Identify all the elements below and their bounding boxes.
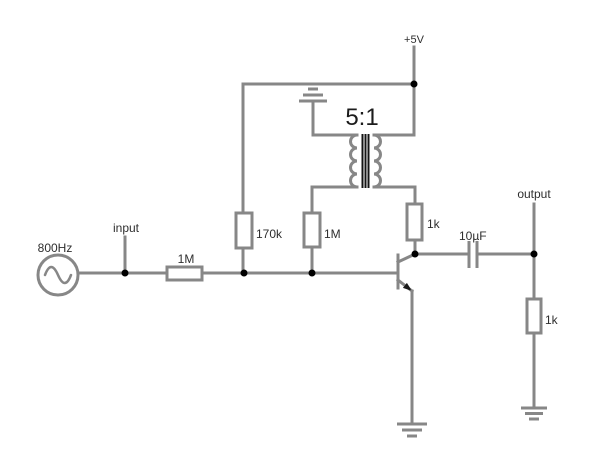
ground-icon [521, 406, 547, 421]
junction-dot-shunt [308, 269, 316, 277]
npn-transistor[interactable] [395, 252, 417, 294]
ac-voltage-source[interactable] [36, 253, 80, 297]
ground-symbol-output[interactable] [521, 406, 547, 421]
coupling-capacitor[interactable] [467, 241, 479, 268]
series-resistor[interactable] [165, 265, 204, 282]
shunt-resistor[interactable] [302, 211, 322, 249]
coupling-capacitor-label: 10µF [459, 229, 487, 243]
transformer-ratio-label: 5:1 [345, 104, 378, 131]
collector-resistor[interactable] [405, 202, 424, 242]
ground-symbol-emitter[interactable] [397, 422, 427, 438]
ground-icon [397, 422, 427, 438]
load-resistor-label: 1k [545, 313, 559, 327]
capacitor-plates-icon [467, 241, 479, 268]
transformer-left-coil[interactable] [349, 133, 358, 189]
junction-dot-supply [410, 80, 418, 88]
ground-icon [299, 87, 327, 103]
sine-wave-icon [43, 265, 73, 285]
junction-dot-collector [411, 250, 419, 258]
supply-label: +5V [404, 34, 425, 46]
collector-resistor-label: 1k [427, 217, 441, 231]
bias-resistor-label: 170k [256, 227, 283, 241]
load-resistor[interactable] [525, 297, 543, 335]
transformer-core-icon [361, 134, 370, 188]
junction-dot-input [121, 269, 129, 277]
bias-resistor[interactable] [234, 211, 254, 250]
transformer-right-coil[interactable] [373, 133, 382, 189]
output-node-label: output [517, 187, 551, 201]
input-node-label: input [113, 221, 140, 235]
series-resistor-label: 1M [178, 252, 195, 266]
shunt-resistor-label: 1M [324, 227, 341, 241]
ground-symbol-transformer[interactable] [299, 87, 327, 137]
junction-dot-output [530, 250, 538, 258]
emitter-arrow-icon [402, 282, 412, 291]
junction-dot-bias [240, 269, 248, 277]
source-frequency-label: 800Hz [38, 241, 73, 255]
transformer[interactable] [310, 133, 417, 189]
